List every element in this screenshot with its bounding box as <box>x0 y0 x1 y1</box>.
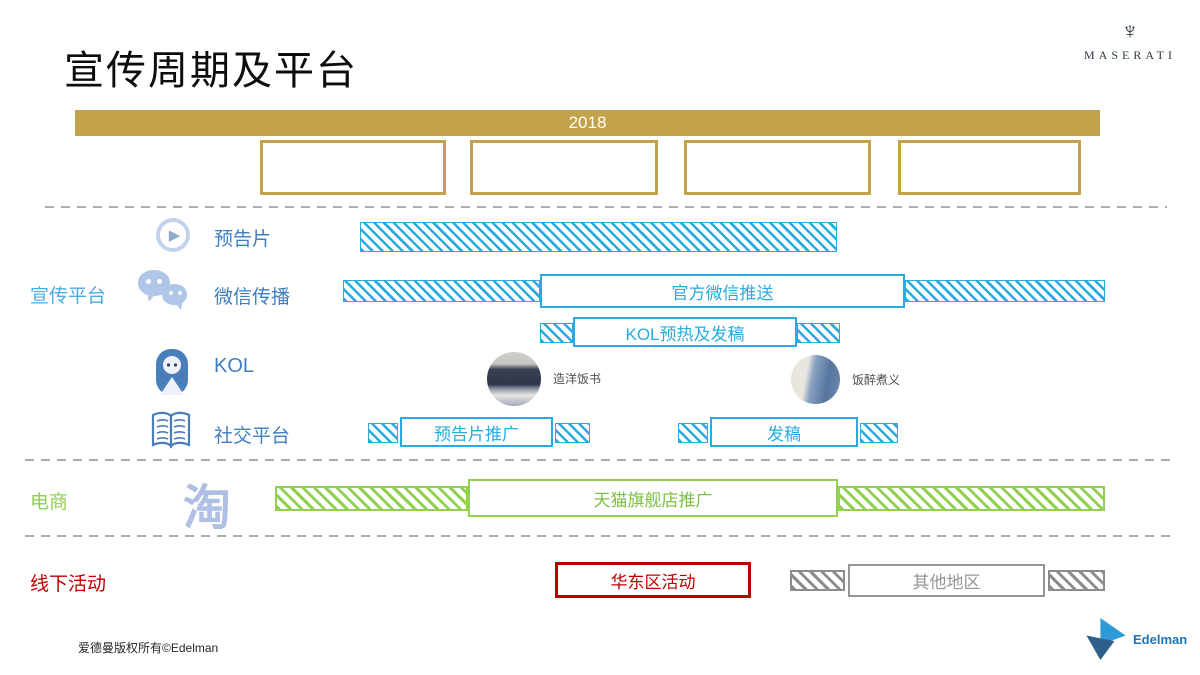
quarter-box-4 <box>898 140 1081 195</box>
social-row-label: 社交平台 <box>214 426 291 447</box>
divider-bottom <box>25 535 1175 537</box>
quarter-box-3 <box>684 140 871 195</box>
wechat-bubble-small <box>162 284 187 305</box>
tmall-bar-hatch-right <box>838 486 1105 511</box>
wechat-icon <box>138 270 192 314</box>
year-bar: 2018 <box>75 110 1100 136</box>
wechat-bubble-large-tail <box>144 291 156 304</box>
social-bar2-hatch-left <box>678 423 708 443</box>
divider-middle <box>25 459 1175 461</box>
play-glyph: ▶ <box>168 227 181 244</box>
east-china-box: 华东区活动 <box>555 562 751 598</box>
kol-push-hatch-left <box>540 323 573 343</box>
kol-push-hatch-right <box>797 323 840 343</box>
wechat-eye <box>178 291 182 295</box>
edelman-wordmark: Edelman <box>1133 631 1188 647</box>
kol-person-icon <box>150 348 194 401</box>
maserati-trident-icon: ♆ <box>1121 18 1139 45</box>
play-icon: ▶ <box>156 218 190 252</box>
tmall-label: 天猫旗舰店推广 <box>593 490 713 510</box>
kol-name-1: 造洋饭书 <box>553 372 602 386</box>
trailer-row-label: 预告片 <box>214 229 272 250</box>
trailer-bar-hatch <box>360 222 837 252</box>
book-icon <box>150 410 192 457</box>
east-china-label: 华东区活动 <box>610 572 696 592</box>
wechat-row-label: 微信传播 <box>214 287 291 308</box>
other-region-hatch-right <box>1048 570 1105 591</box>
group-label-ecommerce: 电商 <box>30 492 69 513</box>
wechat-bar-hatch-right <box>905 280 1105 302</box>
year-label: 2018 <box>568 113 607 132</box>
wechat-eye <box>169 291 173 295</box>
social-bar2-hatch-right <box>860 423 898 443</box>
wechat-push-label: 官方微信推送 <box>671 283 774 303</box>
social-publish-box: 发稿 <box>710 417 858 447</box>
wechat-eye <box>146 279 151 284</box>
social-trailer-box: 预告片推广 <box>400 417 553 447</box>
copyright-text: 爱德曼版权所有©Edelman <box>78 641 219 655</box>
kol-row-label: KOL <box>214 355 255 377</box>
wechat-eye <box>157 279 162 284</box>
maserati-logo: ♆ MASERATI <box>1080 20 1180 63</box>
other-region-label: 其他地区 <box>912 573 981 592</box>
tmall-bar-hatch-left <box>275 486 468 511</box>
wechat-bar-hatch-left <box>343 280 540 302</box>
group-label-offline: 线下活动 <box>30 574 107 595</box>
wechat-push-box: 官方微信推送 <box>540 274 905 308</box>
social-bar1-hatch-right <box>555 423 590 443</box>
social-publish-label: 发稿 <box>767 424 801 444</box>
edelman-arrow-icon <box>1086 618 1126 660</box>
quarter-box-2 <box>470 140 658 195</box>
divider-top <box>45 206 1167 208</box>
tmall-box: 天猫旗舰店推广 <box>468 479 838 517</box>
social-trailer-label: 预告片推广 <box>434 424 519 444</box>
quarter-box-1 <box>260 140 446 195</box>
kol-name-2: 饭醉煮义 <box>852 373 901 387</box>
other-region-box: 其他地区 <box>848 564 1045 597</box>
maserati-wordmark: MASERATI <box>1083 48 1176 62</box>
wechat-bubble-small-tail <box>175 301 185 311</box>
taobao-icon: 淘 <box>183 482 232 535</box>
edelman-logo: Edelman <box>1085 616 1187 662</box>
kol-push-box: KOL预热及发稿 <box>573 317 797 347</box>
kol-push-label: KOL预热及发稿 <box>625 324 745 344</box>
other-region-hatch-left <box>790 570 845 591</box>
kol-avatar-1 <box>487 352 541 406</box>
kol-avatar-2 <box>791 355 840 404</box>
group-label-platform: 宣传平台 <box>30 286 107 307</box>
page-title: 宣传周期及平台 <box>64 49 358 93</box>
social-bar1-hatch-left <box>368 423 398 443</box>
